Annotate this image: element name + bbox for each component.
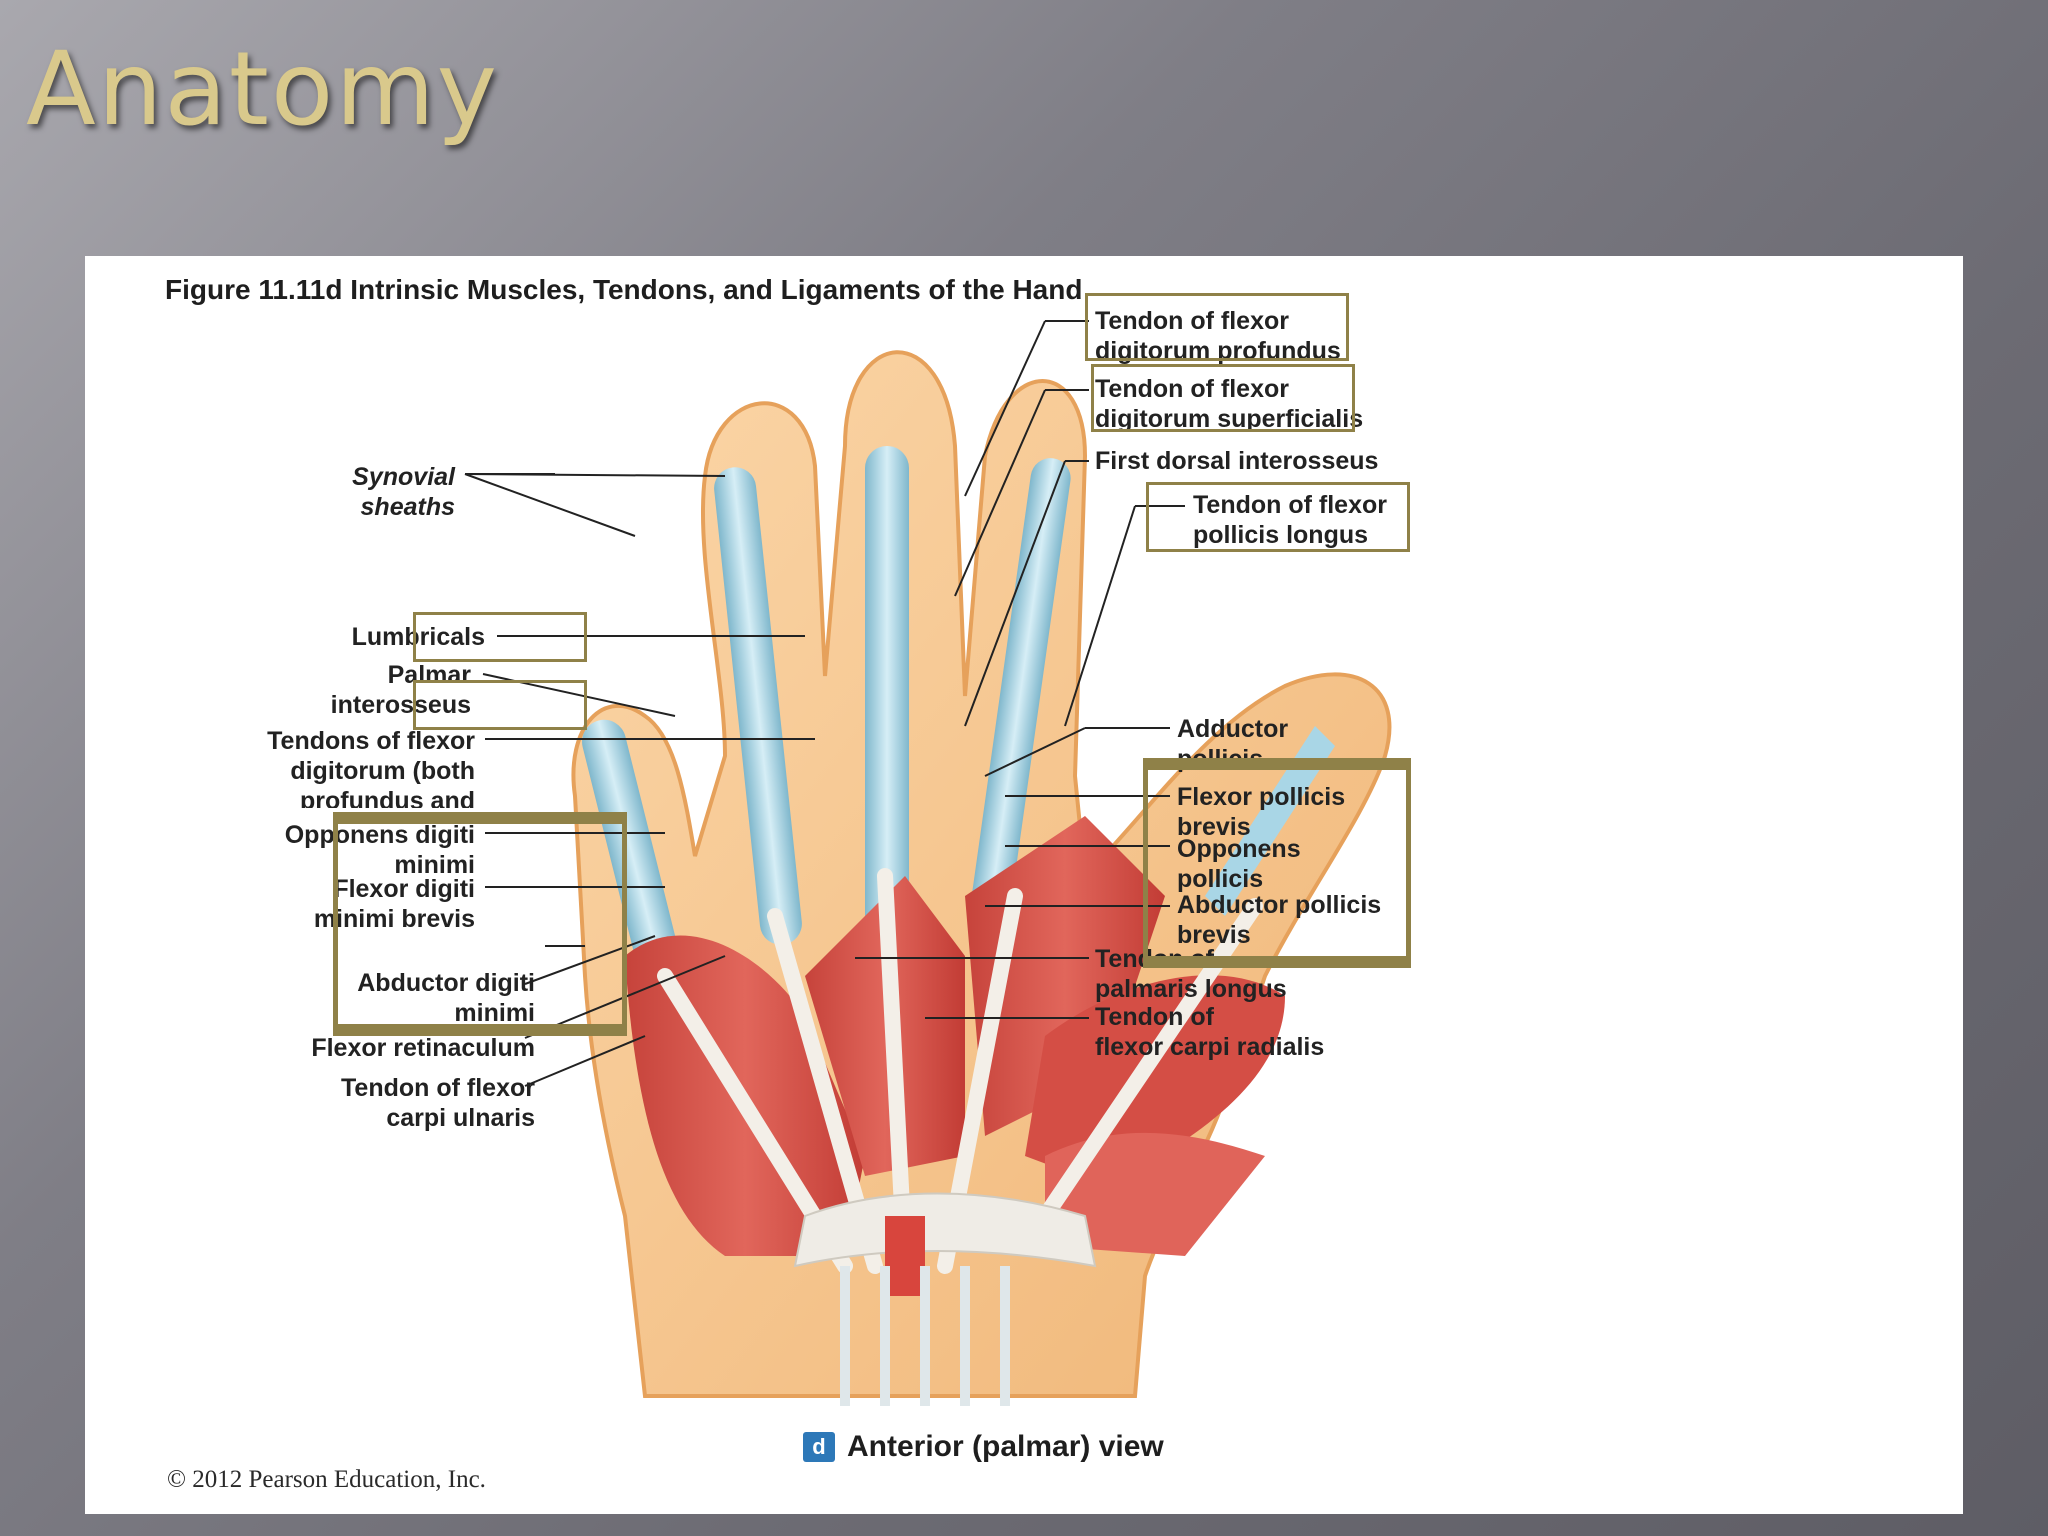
label-opponens-digiti-minimi: Opponens digiti minimi (284, 821, 475, 879)
label-flexor-retinaculum: Flexor retinaculum (311, 1034, 535, 1062)
label-lumbricals: Lumbricals (351, 623, 485, 651)
label-abductor-pollicis-brevis: Abductor pollicis brevis (1177, 891, 1382, 949)
highlight-box-profundus (1085, 293, 1349, 361)
highlight-box-superficialis (1091, 364, 1355, 432)
flexor-retinaculum-shape (793, 1192, 1097, 1406)
highlight-box-thenar (1143, 758, 1411, 968)
highlight-box-hypothenar (333, 812, 627, 1036)
view-letter-badge: d (803, 1432, 835, 1462)
label-synovial-sheaths: Synovial sheaths (352, 463, 455, 521)
copyright: © 2012 Pearson Education, Inc. (167, 1466, 486, 1493)
label-tendon-flexor-digitorum-superficialis: Tendon of flexor digitorum superficialis (1095, 375, 1364, 433)
label-flexor-pollicis-brevis: Flexor pollicis brevis (1177, 783, 1346, 841)
label-tendon-flexor-carpi-radialis: Tendon of flexor carpi radialis (1095, 1003, 1325, 1061)
label-flexor-digiti-minimi-brevis: Flexor digiti minimi brevis (313, 875, 475, 933)
label-tendon-flexor-carpi-ulnaris: Tendon of flexor carpi ulnaris (341, 1074, 535, 1132)
hand-illustration (464, 320, 1392, 1406)
figure-caption: Figure 11.11d Intrinsic Muscles, Tendons… (165, 274, 1083, 305)
figure-panel: Figure 11.11d Intrinsic Muscles, Tendons… (85, 256, 1963, 1514)
highlight-box-palmar-interosseus (413, 680, 587, 730)
slide-title: Anatomy (26, 30, 500, 149)
label-tendon-flexor-pollicis-longus: Tendon of flexor pollicis longus (1193, 491, 1387, 549)
highlight-box-pollicis-longus (1146, 482, 1410, 552)
label-palmar-interosseus: Palmar interosseus (330, 661, 471, 719)
label-tendons-flexor-digitorum: Tendons of flexor digitorum (both profun… (267, 727, 475, 808)
view-caption: d Anterior (palmar) view (803, 1430, 1164, 1464)
view-label: Anterior (palmar) view (847, 1430, 1164, 1463)
label-opponens-pollicis: Opponens pollicis (1177, 835, 1301, 893)
highlight-box-lumbricals (413, 612, 587, 662)
label-abductor-digiti-minimi: Abductor digiti minimi (357, 969, 535, 1027)
label-first-dorsal-interosseus: First dorsal interosseus (1095, 447, 1379, 475)
